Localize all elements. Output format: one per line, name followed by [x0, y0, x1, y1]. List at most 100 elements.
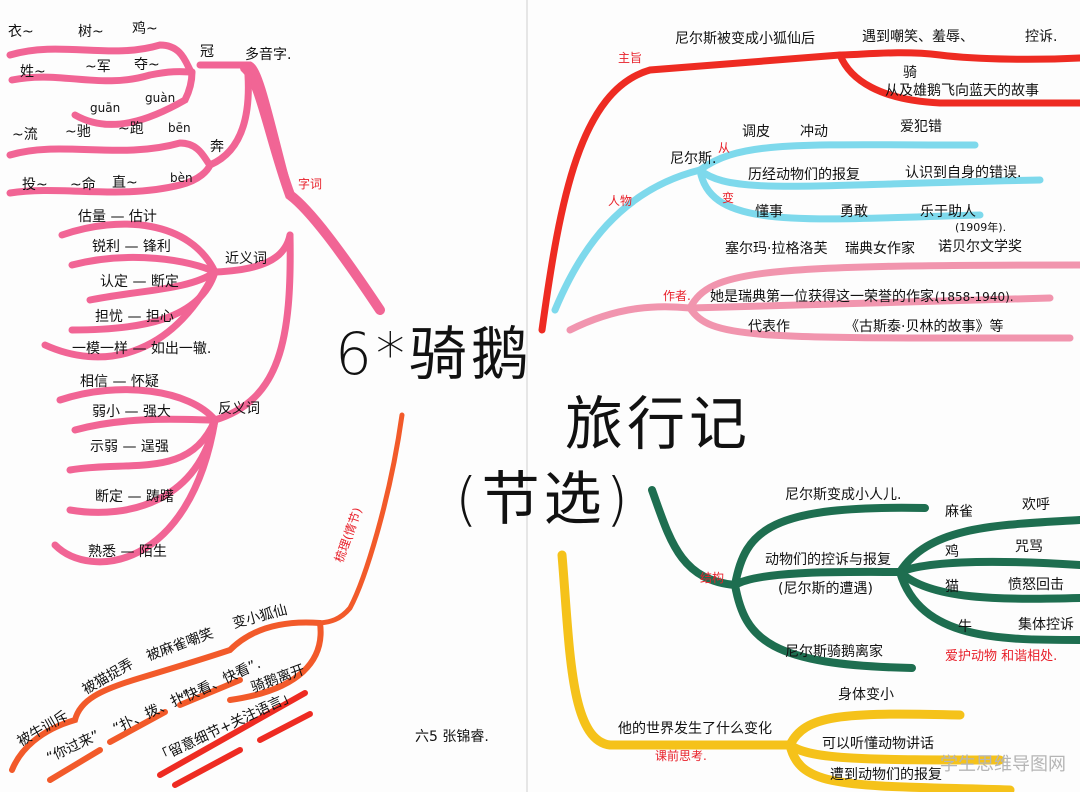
structure-part: (尼尔斯的遭遇) [778, 581, 873, 597]
structure-part: 尼尔斯骑鹅离家 [785, 644, 883, 660]
preview-a3 [785, 740, 1015, 792]
word-item: 衣~ [8, 24, 34, 40]
watermark: 学生思维导图网 [940, 754, 1066, 775]
animal-row [896, 557, 1080, 576]
title-line3: (节选) [455, 465, 633, 533]
antonym-pair: 弱小 — 强大 [92, 404, 171, 420]
author-info: 她是瑞典第一位获得这一荣誉的作家. [710, 289, 939, 305]
theme-text: 从及雄鹅飞向蓝天的故事 [885, 83, 1039, 99]
synonyms-label: 近义词 [225, 251, 267, 267]
structure-main [648, 486, 739, 589]
title-line1: 6*骑鹅 [335, 320, 533, 388]
tip-underlines [157, 690, 313, 788]
ant-row [56, 386, 219, 424]
polyphone-char-guan: 冠 [200, 44, 214, 60]
structure-moral: 爱护动物 和谐相处. [945, 649, 1058, 664]
author-label: 作者. [663, 289, 691, 303]
preview-answer: 可以听懂动物讲话 [822, 736, 934, 752]
antonym-pair: 示弱 — 逞强 [90, 439, 169, 455]
title-line2: 旅行记 [565, 390, 752, 458]
theme-ride [836, 51, 1080, 107]
structure-branches [648, 486, 1080, 672]
word-item: 姓~ [20, 64, 46, 80]
word-item: ~命 [70, 177, 96, 193]
word-item: ~驰 [65, 124, 91, 140]
character-main [551, 166, 704, 314]
word-item: 投~ [22, 177, 48, 193]
syn-row [86, 268, 219, 304]
trait: 勇敢 [840, 204, 868, 220]
preview-label: 课前思考. [655, 749, 707, 763]
animal-row [896, 568, 1080, 644]
signature: 六5 张锦睿. [415, 729, 489, 745]
trait: 冲动 [800, 124, 828, 140]
trait: 认识到自身的错误. [905, 165, 1022, 181]
trait: 爱犯错 [900, 119, 942, 135]
synonym-pair: 锐利 — 锋利 [92, 239, 171, 255]
polyphone-branch [196, 61, 294, 199]
preview-answer: 遭到动物们的报复 [830, 767, 942, 783]
animal-row [896, 568, 1080, 603]
words-label: 字词 [298, 177, 323, 191]
quote-underline [177, 677, 243, 708]
animal: 猫 [945, 579, 959, 595]
animal-action: 咒骂 [1015, 539, 1043, 555]
syn-row [58, 220, 219, 276]
word-item: ~跑 [118, 121, 144, 137]
guan-row3 [71, 68, 196, 128]
preview-branches [557, 550, 1015, 792]
theme-text: 遇到嘲笑、羞辱、 [862, 29, 974, 45]
works-label: 代表作 [748, 319, 790, 335]
character-branches [551, 141, 1044, 314]
antonym-pair: 断定 — 踌躇 [95, 489, 174, 505]
antonyms-label: 反义词 [218, 401, 260, 417]
author-branches [566, 261, 1080, 342]
character-label: 人物 [608, 194, 633, 208]
ant-row [71, 415, 219, 434]
theme-main [538, 49, 1080, 334]
theme-text: 控诉. [1025, 29, 1058, 45]
quote-underline [107, 709, 168, 745]
animal: 牛 [958, 619, 972, 635]
synonym-pair: 一模一样 — 如出一辙. [72, 341, 212, 357]
synonym-pair: 认定 — 断定 [100, 274, 179, 290]
synonym-pair: 估量 — 估计 [78, 209, 157, 225]
theme-text: 尼尔斯被变成小狐仙后 [675, 31, 815, 47]
pinyin: bèn [170, 171, 193, 185]
pinyin: bēn [168, 121, 191, 135]
animal-action: 欢呼 [1022, 497, 1050, 513]
animal: 麻雀 [945, 504, 973, 520]
animal-row [896, 516, 1080, 576]
char-from [696, 141, 979, 174]
ben-row1 [6, 139, 214, 169]
char-middle [696, 166, 1044, 190]
preview-main [557, 550, 795, 750]
guan-row2 [8, 68, 196, 85]
word-item: 直~ [112, 175, 138, 191]
antonym-link [211, 231, 294, 424]
pinyin: guàn [145, 91, 176, 105]
author-dates: (1858-1940). [935, 290, 1014, 304]
syn-row [41, 268, 219, 361]
author-line2 [686, 294, 1054, 312]
theme-branches [538, 49, 1080, 334]
author-info: 诺贝尔文学奖 [938, 239, 1022, 255]
structure-label: 结构 [700, 571, 725, 585]
animal: 鸡 [945, 544, 959, 560]
plot-leave [227, 620, 324, 703]
synonym-pair: 担忧 — 担心 [95, 309, 174, 325]
preview-a2 [785, 740, 1005, 765]
ant-row [66, 416, 219, 474]
character-name: 尼尔斯. [670, 151, 717, 167]
author-line1 [686, 261, 1080, 312]
theme-label: 主旨 [618, 51, 643, 65]
preview-a1 [785, 709, 965, 750]
author-info: 瑞典女作家 [845, 241, 915, 257]
page-fold [526, 0, 528, 792]
word-item: 夺~ [134, 57, 160, 73]
preview-answer: 身体变小 [838, 687, 894, 703]
polyphone-char-ben: 奔 [210, 139, 224, 155]
author-works [686, 304, 1074, 342]
quote-underline [47, 747, 103, 783]
words-branches [6, 41, 385, 566]
